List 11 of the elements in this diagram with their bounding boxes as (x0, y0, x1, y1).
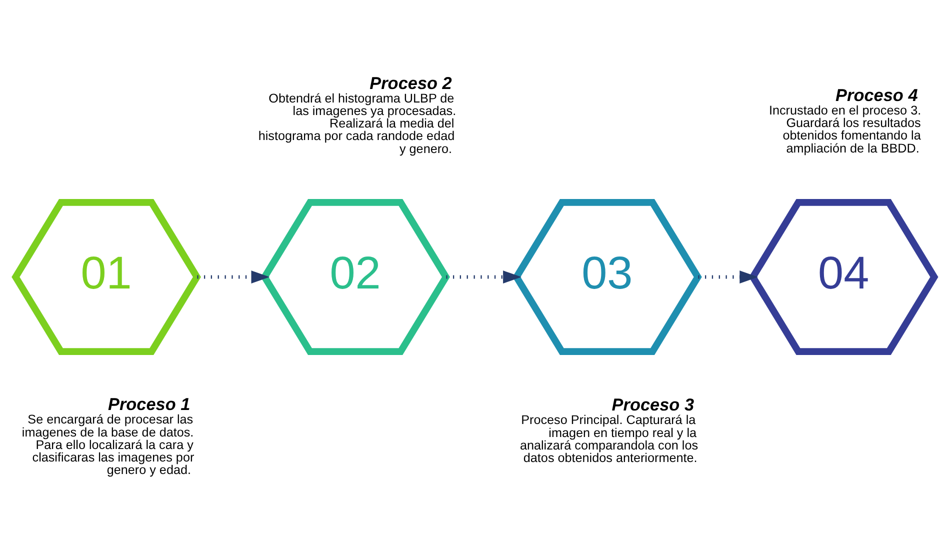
node-label: Obtendrá el histograma ULBP de las imagenes ya procesadas. Realizará la media del histograma por cada randode edad y genero. (258, 90, 456, 156)
arrow (698, 270, 758, 283)
node-label: Proceso 2 (370, 72, 452, 92)
node-label: Proceso 4 (836, 84, 918, 104)
node-label: Proceso 1 (108, 394, 190, 414)
node-label: Proceso Principal. Capturará la imagen en tiempo real y la analizará comparandola con los datos obtenidos anteriormente. (520, 412, 698, 465)
node-label: Se encargará de procesar las imagenes de la base de datos. Para ello localizará la cara y clasificaras las imagenes por genero y edad. (22, 412, 194, 477)
arrow (446, 270, 522, 283)
arrow (197, 270, 270, 283)
node-label: Incrustado en el proceso 3. Guardará los resultados obtenidos fomentando la ampliación de la BBDD. (768, 102, 922, 155)
node-label: Proceso 3 (612, 394, 694, 414)
